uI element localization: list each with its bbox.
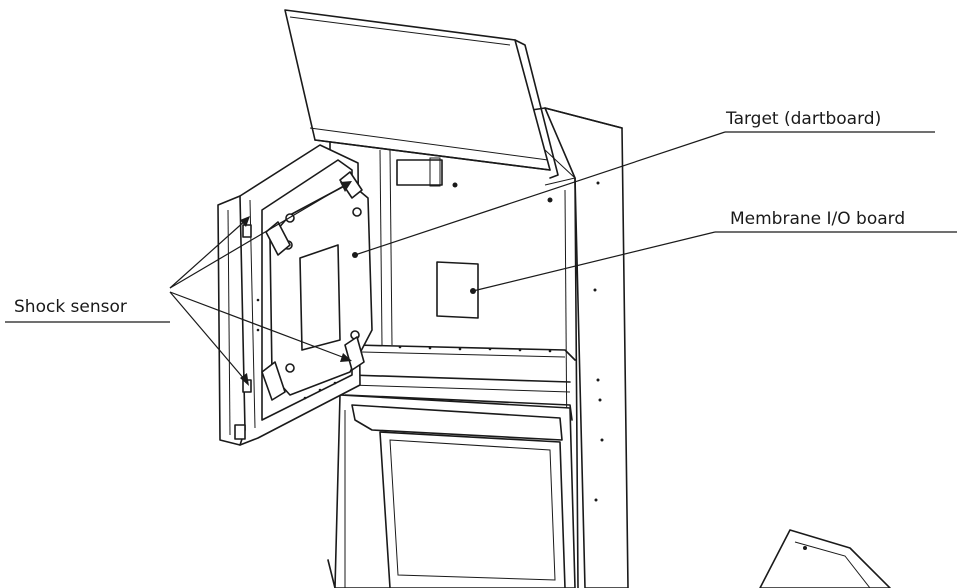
label-shock-sensor: Shock sensor (14, 297, 127, 317)
cabinet-body (327, 107, 629, 588)
cabinet-lid (284, 9, 559, 179)
open-door (217, 144, 373, 446)
label-target: Target (dartboard) (725, 109, 881, 129)
next-figure-fragment (759, 529, 891, 588)
label-membrane: Membrane I/O board (730, 209, 905, 229)
callout-leaders (5, 131, 957, 386)
